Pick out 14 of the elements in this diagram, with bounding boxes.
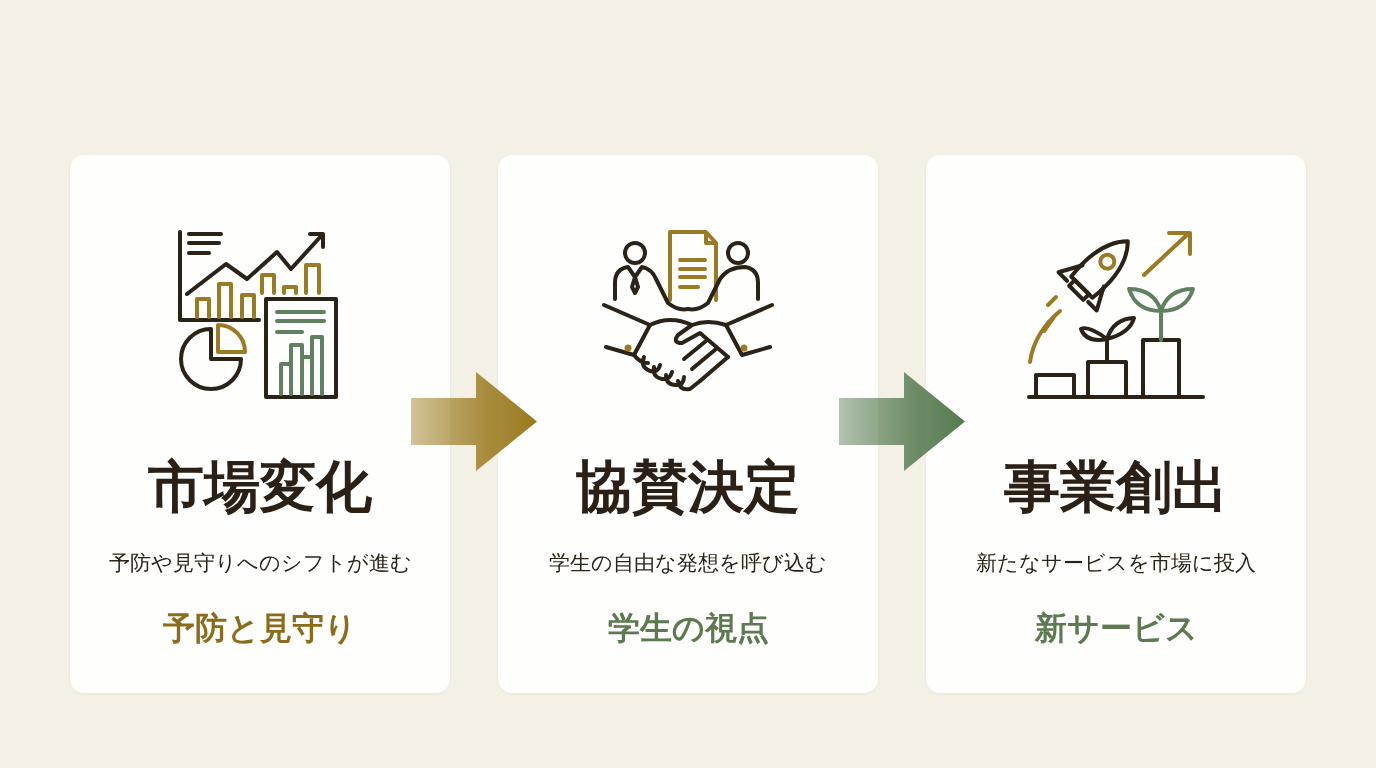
step-title: 事業創出	[1004, 452, 1228, 521]
block-arrow	[839, 372, 965, 471]
step-description: 予防や見守りへのシフトが進む	[108, 550, 412, 577]
step-card	[926, 155, 1306, 693]
keyword-text: 新サービス	[1034, 608, 1198, 648]
step-description: 新たなサービスを市場に投入	[976, 550, 1256, 577]
step-card	[498, 155, 878, 693]
step-description: 学生の自由な発想を呼び込む	[549, 550, 827, 577]
keyword-text: 学生の視点	[607, 608, 769, 648]
step-title: 協賛決定	[576, 452, 800, 521]
block-arrow	[411, 372, 537, 471]
step-card	[70, 155, 450, 693]
step-title: 市場変化	[148, 452, 372, 521]
keyword-text: 予防と見守り	[163, 608, 357, 648]
